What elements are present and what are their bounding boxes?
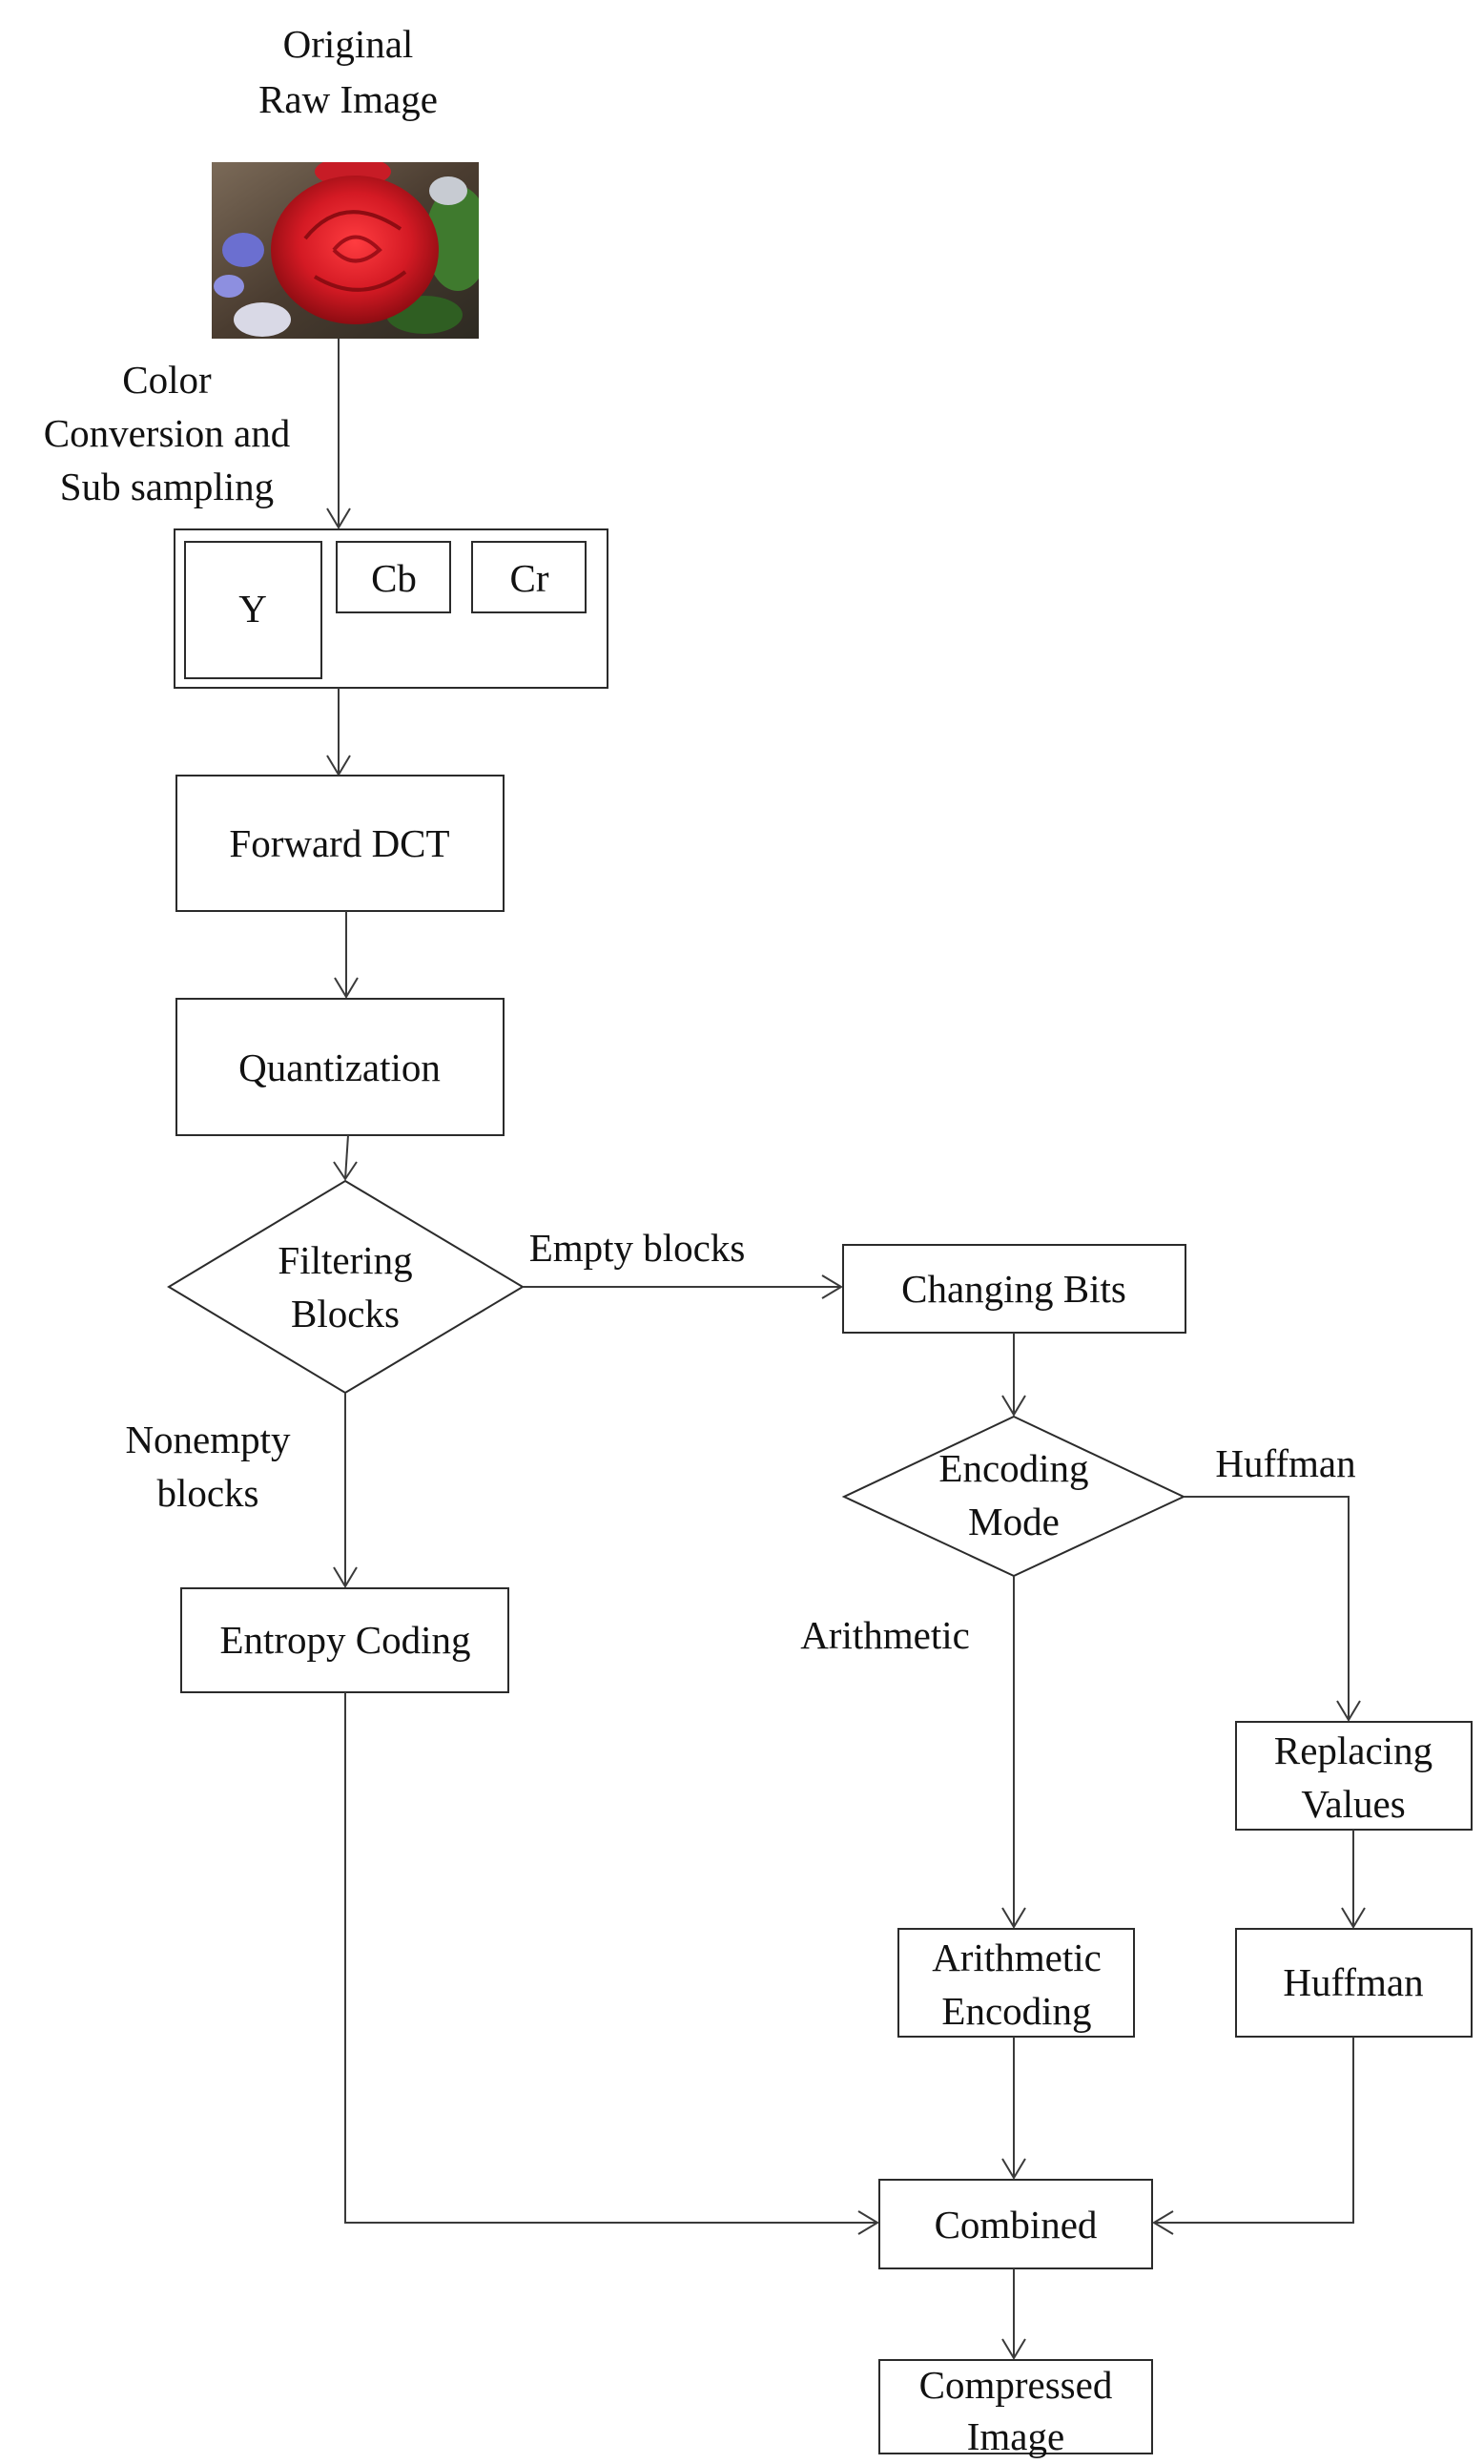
edge-entropy-to-combined: [344, 1692, 877, 2224]
combined-label: Combined: [935, 2203, 1098, 2247]
arithmetic-encoding-box: [897, 1928, 1135, 2038]
forward-dct-box: [175, 775, 505, 912]
entropy-coding-box: [180, 1587, 509, 1693]
forward-dct-label: Forward DCT: [229, 821, 449, 865]
channel-y-box: [184, 541, 322, 679]
arrowhead-changing-bits: [821, 1274, 843, 1299]
arrowhead-quantization: [334, 977, 359, 999]
arithmetic-encoding-label-line2: Encoding: [941, 1989, 1091, 2033]
huffman-branch-label: Huffman: [1215, 1441, 1355, 1485]
color-conversion-label-line3: Sub sampling: [60, 465, 274, 508]
filtering-blocks-label-line2: Blocks: [291, 1292, 400, 1336]
channel-cb-label: Cb: [371, 556, 417, 600]
filtering-blocks-diamond: [167, 1179, 525, 1395]
nonempty-blocks-label-line1: Nonempty: [125, 1418, 291, 1461]
arrowhead-entropy: [333, 1566, 358, 1588]
channel-cr-box: [471, 541, 587, 613]
huffman-box: [1235, 1928, 1473, 2038]
channel-y-label: Y: [238, 587, 267, 631]
channel-cb-box: [336, 541, 451, 613]
arrowhead-compressed: [1001, 2338, 1026, 2360]
quantization-box: [175, 998, 505, 1136]
changing-bits-box: [842, 1244, 1186, 1334]
source-image-title-line2: Raw Image: [258, 77, 438, 121]
nonempty-blocks-label-line2: blocks: [156, 1471, 258, 1515]
arrowhead-arithmetic: [1001, 1907, 1026, 1929]
huffman-label: Huffman: [1283, 1960, 1423, 2004]
compressed-image-label-line1: Compressed: [919, 2363, 1113, 2407]
arrowhead-replacing: [1336, 1700, 1361, 1722]
replacing-values-label-line1: Replacing: [1274, 1729, 1432, 1772]
compressed-image-box: [878, 2359, 1153, 2454]
edge-encoding-mode-to-replacing: [1184, 1496, 1350, 1720]
color-conversion-label-line2: Conversion and: [44, 411, 291, 455]
edge-huffman-to-combined: [1154, 2037, 1354, 2224]
arrowhead-filtering: [333, 1161, 358, 1181]
quantization-label: Quantization: [238, 1046, 441, 1089]
arrowhead-encoding-mode: [1001, 1395, 1026, 1417]
encoding-mode-diamond: [841, 1415, 1186, 1578]
combined-box: [878, 2179, 1153, 2269]
arithmetic-branch-label: Arithmetic: [800, 1613, 970, 1657]
arrowhead-channels: [326, 507, 351, 529]
entropy-coding-label: Entropy Coding: [219, 1618, 470, 1662]
arrowhead-combined-top: [1001, 2158, 1026, 2180]
edge-quantization-to-filtering: [344, 1134, 349, 1180]
replacing-values-label-line2: Values: [1301, 1782, 1405, 1826]
replacing-values-box: [1235, 1721, 1473, 1831]
encoding-mode-label-line2: Mode: [968, 1500, 1060, 1543]
compressed-image-label-line2: Image: [967, 2414, 1064, 2458]
arrowhead-combined-left: [857, 2210, 879, 2235]
changing-bits-label: Changing Bits: [901, 1267, 1126, 1311]
empty-blocks-label: Empty blocks: [529, 1226, 746, 1270]
rose-photo: [212, 162, 479, 339]
filtering-blocks-label-line1: Filtering: [278, 1238, 412, 1282]
source-image-title-line1: Original: [283, 22, 414, 66]
color-conversion-label-line1: Color: [122, 358, 212, 402]
arithmetic-encoding-label-line1: Arithmetic: [932, 1936, 1102, 1979]
channel-cr-label: Cr: [510, 556, 549, 600]
arrowhead-combined-right: [1152, 2210, 1174, 2235]
arrowhead-huffman: [1341, 1907, 1366, 1929]
encoding-mode-label-line1: Encoding: [938, 1446, 1088, 1490]
